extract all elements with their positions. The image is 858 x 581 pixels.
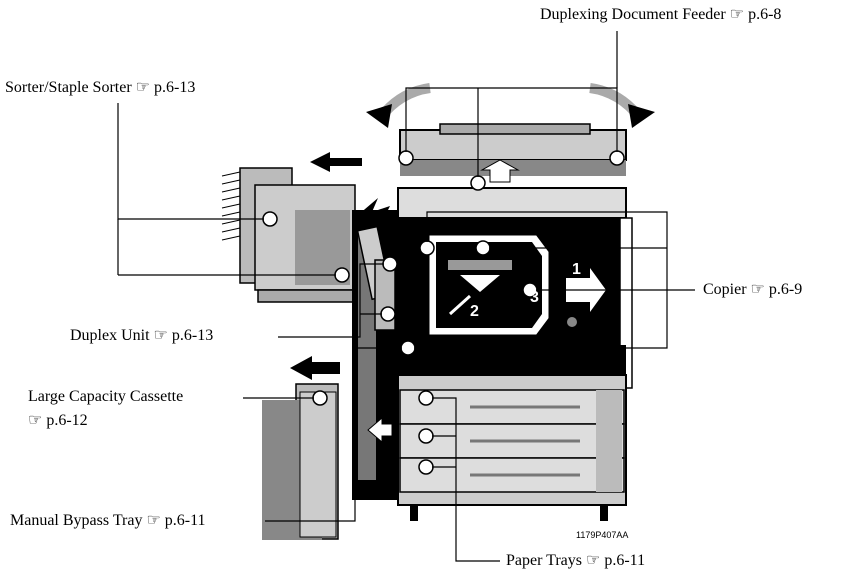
label-duplex-unit: Duplex Unit ☞ p.6-13 bbox=[70, 327, 214, 344]
inside-panel bbox=[429, 235, 606, 335]
bypass-arrow-icon bbox=[367, 416, 393, 444]
lcc-face bbox=[299, 391, 337, 538]
feeder-tray bbox=[439, 123, 591, 135]
marker-sorter-top bbox=[262, 211, 278, 227]
label-paper-trays: Paper Trays ☞ p.6-11 bbox=[506, 552, 646, 569]
scanner-section bbox=[397, 187, 627, 219]
rotate-arrow-left-icon bbox=[366, 104, 392, 128]
large-capacity-cassette bbox=[262, 356, 340, 540]
rotate-arrow-right-icon bbox=[628, 104, 655, 128]
foot-right bbox=[600, 505, 608, 521]
lower-door bbox=[398, 345, 626, 375]
marker-group bbox=[262, 150, 625, 475]
marker-duplex-top bbox=[382, 256, 398, 272]
label-large-capacity-cassette-page: ☞ p.6-12 bbox=[28, 412, 88, 429]
marker-duplex-bottom bbox=[380, 306, 396, 322]
marker-feeder-right bbox=[609, 150, 625, 166]
panel-number-3: 3 bbox=[530, 289, 539, 306]
marker-feeder-left bbox=[398, 150, 414, 166]
lcc-left-arrow-icon bbox=[290, 356, 340, 380]
figure-code: 1179P407AA bbox=[576, 530, 629, 540]
lever-bar bbox=[448, 260, 512, 270]
tray-side bbox=[596, 390, 622, 492]
marker-tray-1 bbox=[418, 390, 434, 406]
marker-bypass bbox=[400, 340, 416, 356]
marker-copier-door bbox=[419, 240, 435, 256]
side-arrow-icon bbox=[358, 198, 390, 222]
label-sorter-staple-sorter: Sorter/Staple Sorter ☞ p.6-13 bbox=[5, 79, 196, 96]
marker-copier-inside bbox=[475, 240, 491, 256]
label-manual-bypass-tray: Manual Bypass Tray ☞ p.6-11 bbox=[10, 512, 206, 529]
label-duplexing-document-feeder: Duplexing Document Feeder ☞ p.6-8 bbox=[540, 6, 782, 23]
label-copier: Copier ☞ p.6-9 bbox=[703, 281, 803, 298]
marker-feeder-center bbox=[470, 175, 486, 191]
foot-left bbox=[410, 505, 418, 521]
inside-diag-arrow bbox=[448, 294, 472, 316]
inside-down-arrow-icon bbox=[460, 275, 500, 292]
label-large-capacity-cassette: Large Capacity Cassette bbox=[28, 388, 184, 405]
document-feeder bbox=[366, 83, 655, 183]
marker-tray-2 bbox=[418, 428, 434, 444]
marker-sorter-bottom bbox=[334, 267, 350, 283]
panel-number-2: 2 bbox=[470, 303, 479, 320]
sorter-left-arrow-icon bbox=[310, 152, 362, 172]
marker-lcc bbox=[312, 390, 328, 406]
feeder-up-arrow-icon bbox=[480, 159, 520, 183]
marker-tray-3 bbox=[418, 459, 434, 475]
leader-lines bbox=[117, 31, 695, 562]
panel-number-1: 1 bbox=[572, 261, 581, 278]
